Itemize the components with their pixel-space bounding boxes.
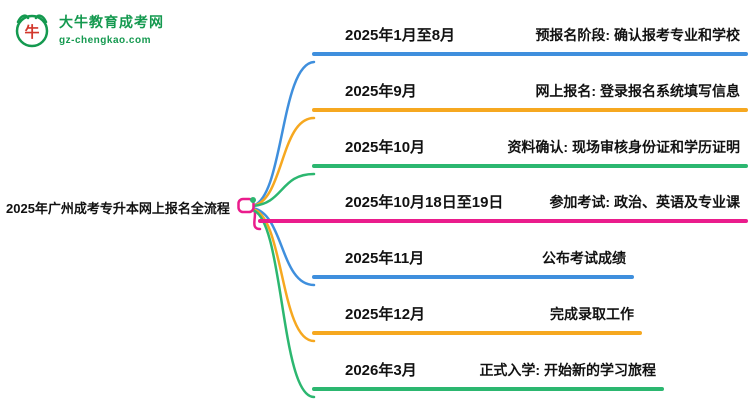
root-node-title: 2025年广州成考专升本网上报名全流程 (6, 201, 230, 216)
branch-date: 2025年10月 (345, 139, 426, 156)
branch-desc: 参加考试: 政治、英语及专业课 (549, 194, 740, 210)
branch-underline (312, 52, 748, 56)
branch-row-online-signup: 2025年9月 网上报名: 登录报名系统填写信息 (312, 80, 748, 112)
connector-line-5 (250, 207, 316, 343)
branch-date: 2025年9月 (345, 83, 417, 100)
root-node-marker (236, 195, 258, 217)
branch-desc: 公布考试成绩 (542, 250, 626, 266)
branch-date: 2025年12月 (345, 306, 426, 323)
logo-domain: gz-chengkao.com (59, 34, 151, 46)
branch-row-enrollment: 2026年3月 正式入学: 开始新的学习旅程 (312, 359, 664, 391)
branch-underline (312, 387, 664, 391)
branch-desc: 完成录取工作 (550, 306, 634, 322)
branch-desc: 正式入学: 开始新的学习旅程 (479, 362, 656, 378)
branch-underline (258, 219, 748, 223)
branch-date: 2026年3月 (345, 362, 417, 379)
svg-text:牛: 牛 (24, 23, 39, 41)
bull-logo-icon: 牛 (12, 10, 52, 50)
branch-underline (312, 108, 748, 112)
branch-underline (312, 331, 642, 335)
branch-desc: 网上报名: 登录报名系统填写信息 (535, 83, 740, 99)
branch-row-material-confirm: 2025年10月 资料确认: 现场审核身份证和学历证明 (312, 136, 748, 168)
site-logo[interactable]: 牛 大牛教育成考网 gz-chengkao.com (12, 10, 164, 50)
branch-date: 2025年1月至8月 (345, 27, 456, 44)
branch-desc: 预报名阶段: 确认报考专业和学校 (535, 27, 740, 43)
branch-row-admission: 2025年12月 完成录取工作 (312, 303, 642, 335)
connector-line-0 (250, 60, 316, 208)
branch-desc: 资料确认: 现场审核身份证和学历证明 (507, 139, 740, 155)
connector-line-6 (250, 208, 316, 399)
branch-underline (312, 275, 634, 279)
branch-row-results: 2025年11月 公布考试成绩 (312, 247, 634, 279)
branch-underline (312, 164, 748, 168)
branch-date: 2025年10月18日至19日 (345, 194, 504, 211)
branch-row-prereg: 2025年1月至8月 预报名阶段: 确认报考专业和学校 (312, 24, 748, 56)
branch-row-exam: 2025年10月18日至19日 参加考试: 政治、英语及专业课 (258, 191, 748, 223)
branch-date: 2025年11月 (345, 250, 425, 267)
logo-name: 大牛教育成考网 (59, 14, 164, 30)
